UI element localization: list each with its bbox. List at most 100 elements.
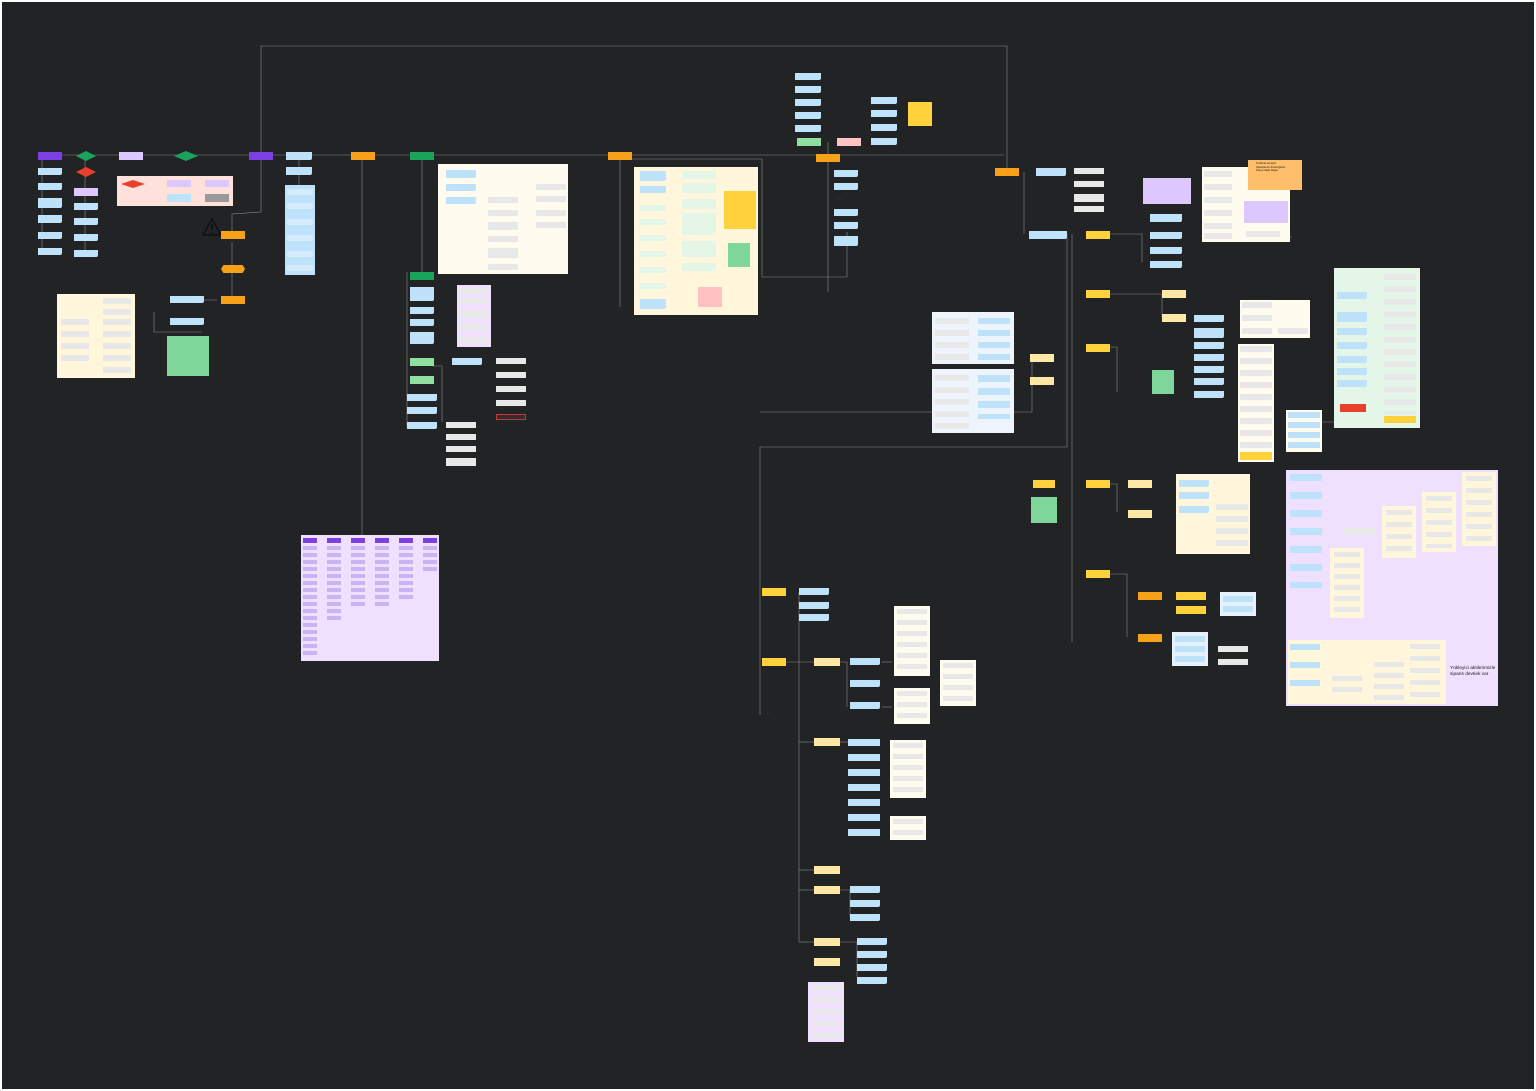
- item-node[interactable]: [640, 251, 666, 257]
- step-node[interactable]: [410, 319, 434, 326]
- step-node[interactable]: [170, 318, 204, 325]
- item-node[interactable]: [536, 222, 566, 228]
- pale-node[interactable]: [814, 958, 840, 966]
- disabled-node[interactable]: [205, 194, 229, 202]
- step-node[interactable]: [1337, 312, 1367, 322]
- step-node[interactable]: [640, 186, 666, 193]
- step-node[interactable]: [1179, 480, 1209, 487]
- cream-frame[interactable]: [57, 294, 135, 378]
- step-node[interactable]: [1029, 231, 1067, 239]
- action-node[interactable]: [816, 154, 840, 162]
- success-node[interactable]: [410, 376, 434, 384]
- white-frame[interactable]: [894, 688, 930, 724]
- item-node[interactable]: [1074, 168, 1104, 174]
- step-node[interactable]: [1150, 232, 1182, 239]
- item-node[interactable]: [496, 372, 526, 378]
- item-node[interactable]: [682, 171, 716, 179]
- decision-diamond-red[interactable]: [76, 167, 96, 177]
- lilac-frame[interactable]: [457, 285, 491, 347]
- step-node[interactable]: [834, 209, 858, 216]
- step-node[interactable]: [871, 124, 897, 131]
- sticky-note-green[interactable]: [728, 243, 750, 267]
- item-node[interactable]: [103, 319, 131, 325]
- step-node[interactable]: [1179, 506, 1209, 513]
- step-node[interactable]: [850, 900, 880, 907]
- item-node[interactable]: [103, 331, 131, 337]
- column-header[interactable]: [375, 538, 389, 543]
- blue-frame[interactable]: [932, 312, 1014, 364]
- step-node[interactable]: [286, 167, 312, 175]
- process-node[interactable]: [410, 272, 434, 280]
- process-node[interactable]: [205, 180, 229, 187]
- yellow-node[interactable]: [1176, 592, 1206, 600]
- step-node[interactable]: [1337, 292, 1367, 299]
- step-node[interactable]: [834, 222, 858, 229]
- step-node[interactable]: [1223, 596, 1253, 602]
- cream-subframe[interactable]: [1462, 472, 1496, 546]
- pale-node[interactable]: [1128, 480, 1152, 488]
- item-node[interactable]: [460, 298, 488, 304]
- item-node[interactable]: [1074, 181, 1104, 187]
- item-node[interactable]: [488, 210, 518, 216]
- yellow-node[interactable]: [1086, 570, 1110, 578]
- item-node[interactable]: [1204, 210, 1232, 216]
- item-node[interactable]: [1218, 646, 1248, 652]
- white-frame[interactable]: [1286, 410, 1322, 452]
- success-node[interactable]: [797, 138, 821, 146]
- step-node[interactable]: [799, 614, 829, 621]
- list-item[interactable]: [287, 251, 313, 257]
- item-node[interactable]: [61, 355, 89, 361]
- item-node[interactable]: [460, 324, 488, 330]
- item-node[interactable]: [446, 422, 476, 428]
- item-node[interactable]: [1246, 231, 1280, 237]
- item-node[interactable]: [682, 263, 716, 271]
- white-frame[interactable]: [940, 660, 976, 706]
- step-node[interactable]: [795, 112, 821, 119]
- column-header[interactable]: [399, 538, 413, 543]
- pale-node[interactable]: [814, 866, 840, 874]
- step-node[interactable]: [1337, 328, 1367, 335]
- pale-node[interactable]: [1128, 510, 1152, 518]
- item-node[interactable]: [640, 283, 666, 289]
- white-frame[interactable]: [438, 164, 568, 274]
- white-frame[interactable]: [1238, 344, 1274, 462]
- step-node[interactable]: [38, 232, 62, 239]
- error-note[interactable]: [698, 287, 722, 307]
- step-node[interactable]: [1175, 646, 1205, 652]
- pale-node[interactable]: [814, 886, 840, 894]
- yellow-node[interactable]: [1086, 344, 1110, 352]
- step-node[interactable]: [167, 194, 191, 202]
- yellow-node[interactable]: [1086, 290, 1110, 298]
- step-node[interactable]: [1194, 328, 1224, 338]
- decision-diamond[interactable]: [174, 151, 198, 161]
- item-node[interactable]: [640, 219, 666, 225]
- list-item[interactable]: [287, 235, 313, 241]
- white-frame[interactable]: [890, 740, 926, 798]
- process-node[interactable]: [119, 152, 143, 160]
- step-node[interactable]: [799, 602, 829, 609]
- step-node[interactable]: [850, 680, 880, 687]
- pale-node[interactable]: [814, 938, 840, 946]
- cream-subframe[interactable]: [1382, 506, 1416, 558]
- pale-node[interactable]: [1030, 354, 1054, 362]
- step-node[interactable]: [74, 203, 98, 210]
- column-header[interactable]: [351, 538, 365, 543]
- item-node[interactable]: [103, 309, 131, 315]
- decision-diamond-red[interactable]: [121, 180, 145, 188]
- sticky-note-green[interactable]: [1031, 497, 1057, 523]
- step-node[interactable]: [1175, 656, 1205, 662]
- step-node[interactable]: [857, 938, 887, 945]
- step-node[interactable]: [871, 138, 897, 145]
- item-node[interactable]: [103, 367, 131, 373]
- step-node[interactable]: [38, 198, 62, 208]
- start-node[interactable]: [38, 152, 62, 160]
- step-node[interactable]: [452, 358, 482, 365]
- sticky-note-yellow[interactable]: [724, 191, 756, 229]
- item-node[interactable]: [536, 196, 566, 202]
- item-node[interactable]: [640, 205, 666, 211]
- step-node[interactable]: [1194, 342, 1224, 349]
- cream-subframe[interactable]: [1288, 640, 1446, 704]
- item-node[interactable]: [446, 458, 476, 466]
- step-node[interactable]: [1194, 354, 1224, 361]
- blue-list-frame[interactable]: [285, 185, 315, 275]
